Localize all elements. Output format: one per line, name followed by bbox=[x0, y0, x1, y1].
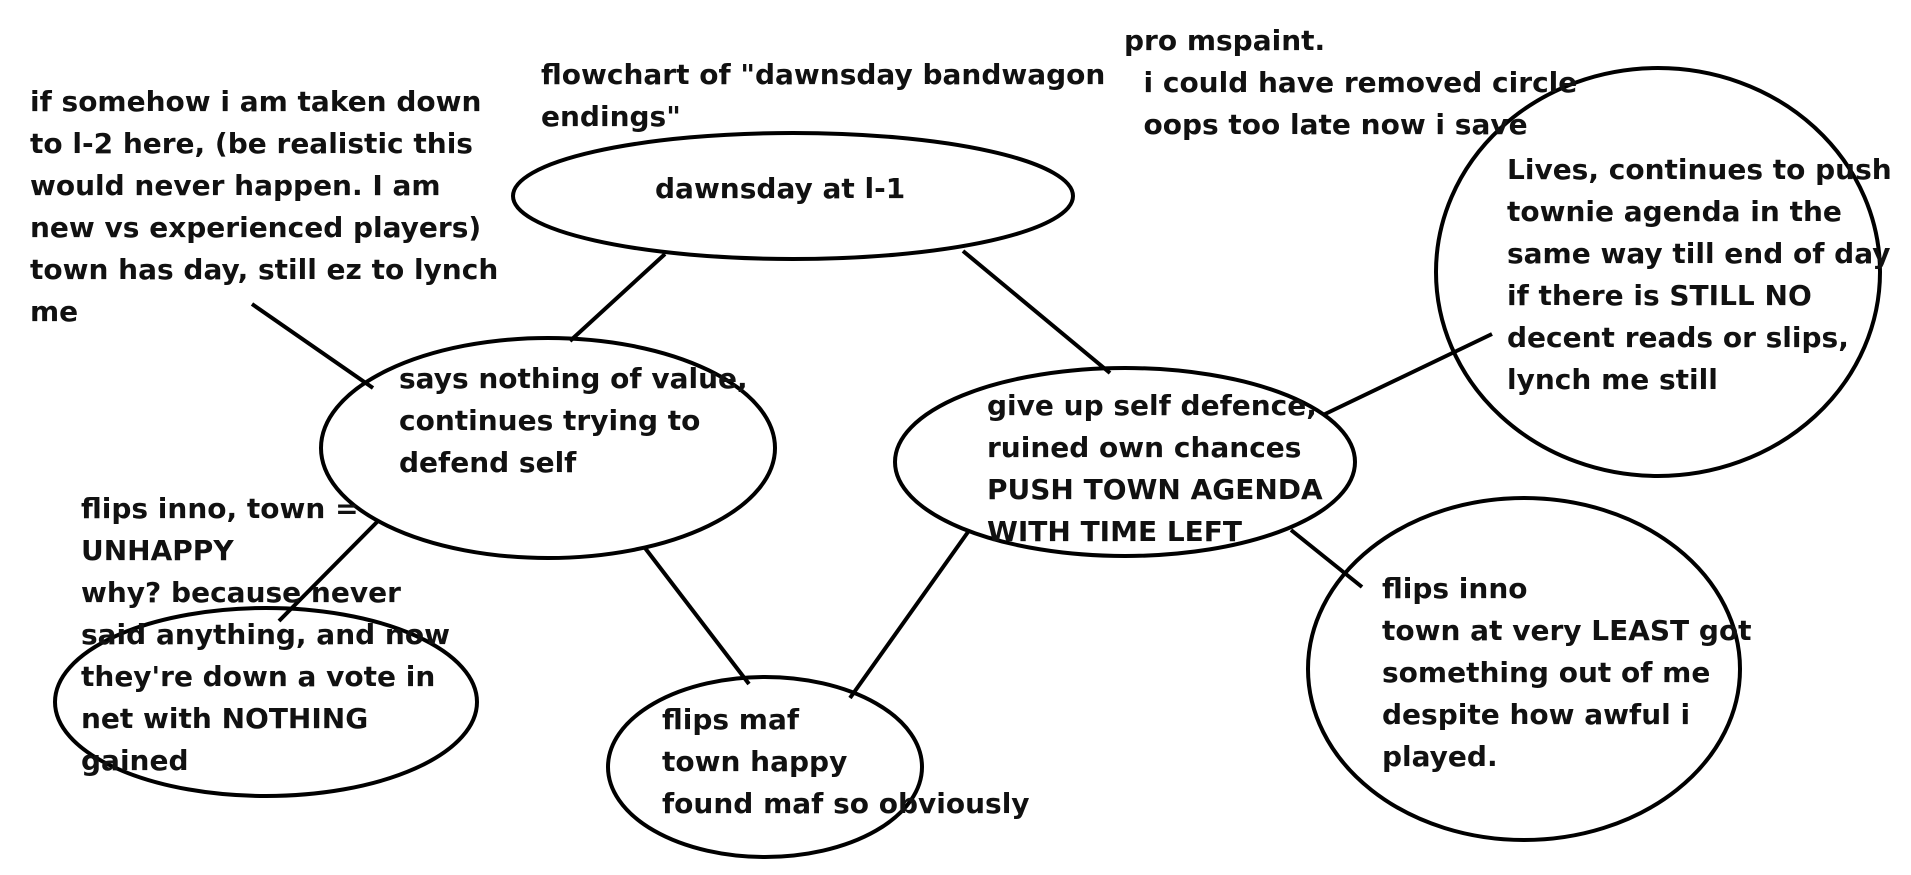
node-flips-inno-unhappy-label: flips inno, town = UNHAPPY why? because … bbox=[81, 492, 450, 777]
edge-root-defend bbox=[568, 252, 667, 343]
annotation-l2: if somehow i am taken down to l-2 here, … bbox=[30, 85, 499, 328]
node-root-ellipse bbox=[511, 131, 1075, 261]
node-giveup-label: give up self defence, ruined own chances… bbox=[987, 389, 1323, 548]
node-defend-ellipse bbox=[319, 336, 777, 560]
edge-giveup-flips-maf bbox=[848, 530, 970, 700]
node-flips-maf-ellipse bbox=[606, 675, 924, 859]
diagram-title: flowchart of "dawnsday bandwagon endings… bbox=[541, 58, 1106, 133]
node-giveup-ellipse bbox=[893, 366, 1357, 558]
edge-root-giveup bbox=[961, 249, 1112, 375]
edge-defend-flips-inno-unhappy bbox=[277, 519, 380, 623]
node-lives-label: Lives, continues to push townie agenda i… bbox=[1507, 153, 1892, 396]
edge-giveup-lives bbox=[1322, 332, 1493, 417]
node-defend-label: says nothing of value, continues trying … bbox=[399, 362, 748, 479]
node-flips-inno-unhappy-ellipse bbox=[53, 606, 479, 798]
node-flips-maf-label: flips maf town happy found maf so obviou… bbox=[662, 703, 1030, 820]
edge-giveup-flips-inno-least bbox=[1289, 528, 1364, 589]
edge-annotation-l2 bbox=[250, 302, 375, 390]
side-note: pro mspaint. i could have removed circle… bbox=[1124, 24, 1578, 141]
node-flips-inno-least-ellipse bbox=[1306, 496, 1742, 842]
node-root-label: dawnsday at l-1 bbox=[655, 172, 906, 205]
edge-defend-flips-maf bbox=[643, 546, 751, 686]
node-flips-inno-least-label: flips inno town at very LEAST got someth… bbox=[1382, 572, 1752, 773]
node-lives-ellipse bbox=[1434, 66, 1882, 478]
